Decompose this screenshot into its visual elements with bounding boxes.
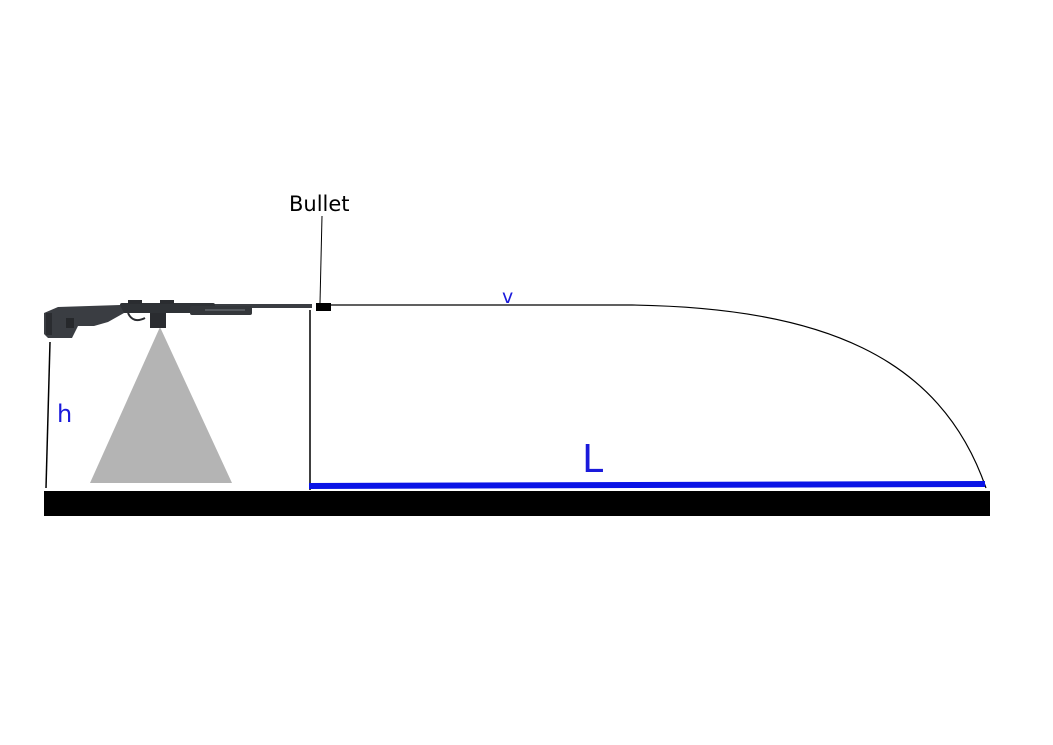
bullet-leader-line	[319, 215, 323, 304]
height-label: h	[57, 400, 72, 428]
bullet-label: Bullet	[289, 192, 350, 216]
ground	[44, 491, 990, 516]
trajectory-path	[331, 304, 987, 489]
distance-line	[308, 481, 986, 489]
tripod-icon	[90, 327, 232, 483]
rifle-icon	[44, 300, 312, 338]
distance-label: L	[582, 437, 603, 481]
bullet	[316, 303, 331, 311]
velocity-label: v	[502, 286, 513, 308]
height-line	[45, 341, 51, 489]
